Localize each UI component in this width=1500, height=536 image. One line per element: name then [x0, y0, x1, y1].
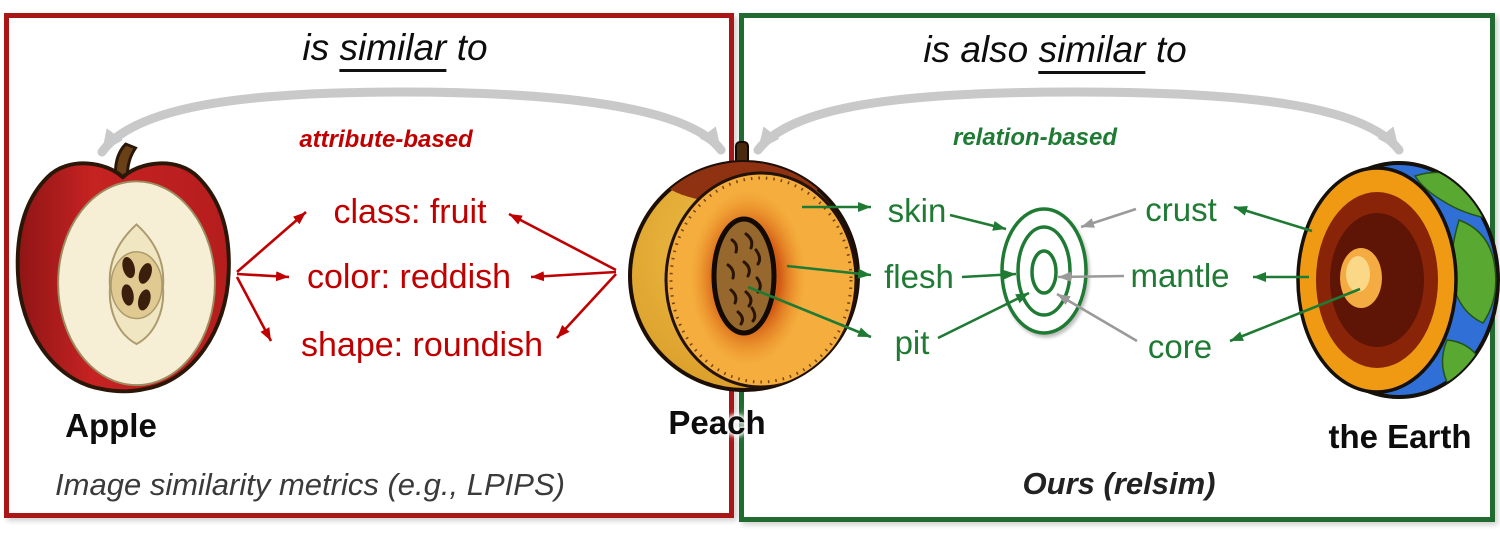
right-title-post: to — [1155, 29, 1187, 70]
attribute-color: color: reddish — [306, 258, 512, 296]
attribute-arrows — [235, 211, 617, 342]
attribute-based-label: attribute-based — [299, 126, 473, 153]
earth-illustration — [1296, 161, 1500, 399]
peach-part-flesh: flesh — [884, 258, 954, 295]
earth-part-core: core — [1147, 328, 1213, 365]
right-title-pre: is also — [923, 29, 1029, 70]
apple-illustration — [15, 142, 231, 394]
concentric-rings-diagram — [1000, 207, 1088, 335]
left-title-underlined: similar — [339, 27, 447, 72]
relation-arrows-green — [747, 202, 1361, 343]
relation-arrows-gray — [1056, 207, 1138, 343]
attribute-shape: shape: roundish — [301, 326, 543, 364]
peach-label: Peach — [668, 404, 766, 441]
similarity-arc-left — [97, 87, 726, 157]
similarity-arc-right — [753, 87, 1404, 155]
peach-pit — [711, 216, 777, 336]
right-title-underlined: similar — [1038, 29, 1146, 74]
peach-part-skin: skin — [887, 192, 947, 229]
earth-label: the Earth — [1328, 418, 1472, 455]
peach-illustration — [628, 141, 860, 392]
peach-part-pit: pit — [894, 324, 930, 361]
apple-label: Apple — [65, 407, 157, 444]
right-caption-relsim: Ours (relsim) — [1022, 466, 1216, 501]
attribute-class: class: fruit — [333, 193, 487, 231]
earth-part-mantle: mantle — [1130, 257, 1230, 294]
apple-seeds — [121, 257, 152, 311]
relation-based-label: relation-based — [952, 124, 1118, 151]
left-title-post: to — [456, 27, 488, 68]
earth-part-crust: crust — [1145, 191, 1217, 228]
left-title-pre: is — [302, 27, 330, 68]
left-caption-lpips: Image similarity metrics (e.g., LPIPS) — [55, 467, 565, 502]
